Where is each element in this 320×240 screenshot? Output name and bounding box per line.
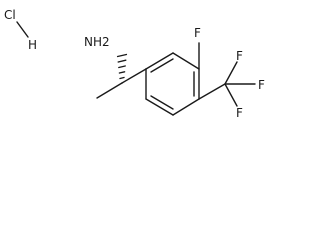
cf3-f-top-label: F bbox=[236, 49, 243, 63]
cf3-f-bottom-label: F bbox=[236, 106, 243, 120]
cf3-f-right-label: F bbox=[258, 78, 265, 92]
cf3-bond bbox=[198, 83, 226, 100]
aryl-bond bbox=[121, 68, 147, 84]
molecule-svg: Cl H NH2 bbox=[4, 8, 265, 120]
methyl-bond bbox=[96, 82, 123, 99]
structure-diagram: Cl H NH2 bbox=[0, 0, 300, 125]
hcl-bond bbox=[16, 21, 29, 38]
cf3-f-top-bond bbox=[224, 61, 238, 85]
stereo-hash-bond bbox=[116, 53, 128, 80]
cf3-f-bottom-bond bbox=[224, 83, 238, 107]
amine-label: NH2 bbox=[84, 35, 110, 49]
hcl-cl-label: Cl bbox=[4, 8, 16, 22]
benzene-ring bbox=[145, 52, 200, 116]
hcl-h-label: H bbox=[28, 38, 37, 52]
fluoro-label: F bbox=[194, 26, 201, 40]
